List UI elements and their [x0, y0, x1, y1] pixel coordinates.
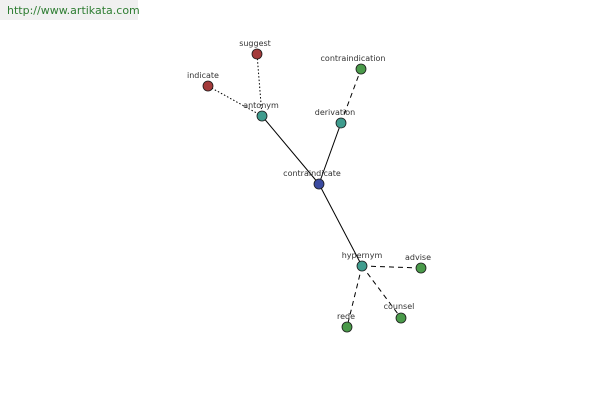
node-counsel[interactable]: counsel: [384, 302, 415, 324]
edge-derivation-contraindication: [340, 68, 362, 124]
graph-nodes: contraindicate antonym derivation hypernym s…: [187, 39, 431, 333]
node-circle-derivation[interactable]: [335, 117, 347, 129]
node-advise[interactable]: advise: [405, 253, 431, 274]
node-circle-antonym[interactable]: [256, 110, 268, 122]
node-label-advise: advise: [405, 253, 431, 262]
node-derivation[interactable]: derivation: [315, 108, 355, 129]
node-label-derivation: derivation: [315, 108, 355, 117]
node-label-indicate: indicate: [187, 71, 219, 80]
node-label-suggest: suggest: [239, 39, 271, 48]
node-circle-indicate[interactable]: [202, 80, 214, 92]
node-suggest[interactable]: suggest: [239, 39, 271, 60]
node-circle-counsel[interactable]: [395, 312, 407, 324]
url-banner: http://www.artikata.com: [0, 0, 140, 20]
node-circle-contraindication[interactable]: [355, 63, 367, 75]
node-label-rede: rede: [337, 312, 355, 321]
node-circle-hypernym[interactable]: [356, 260, 368, 272]
edge-hypernym-counsel: [361, 265, 402, 319]
url-link[interactable]: http://www.artikata.com: [7, 4, 140, 17]
node-circle-suggest[interactable]: [251, 48, 263, 60]
node-rede[interactable]: rede: [337, 312, 355, 333]
edge-hypernym-advise: [361, 265, 422, 269]
edge-contraindicate-derivation: [318, 122, 342, 185]
node-circle-contraindicate[interactable]: [313, 178, 325, 190]
node-contraindication[interactable]: contraindication: [321, 54, 386, 75]
node-label-contraindicate: contraindicate: [283, 169, 341, 178]
node-label-counsel: counsel: [384, 302, 415, 311]
edge-contraindicate-antonym: [261, 115, 320, 185]
node-hypernym[interactable]: hypernym: [342, 251, 383, 272]
node-contraindicate[interactable]: contraindicate: [283, 169, 341, 190]
node-label-antonym: antonym: [243, 101, 279, 110]
node-circle-rede[interactable]: [341, 321, 353, 333]
node-antonym[interactable]: antonym: [243, 101, 279, 122]
node-label-contraindication: contraindication: [321, 54, 386, 63]
edge-hypernym-rede: [346, 265, 363, 328]
edge-contraindicate-hypernym: [318, 183, 363, 267]
node-label-hypernym: hypernym: [342, 251, 383, 260]
node-circle-advise[interactable]: [415, 262, 427, 274]
node-indicate[interactable]: indicate: [187, 71, 219, 92]
graph-edges: [207, 53, 422, 328]
